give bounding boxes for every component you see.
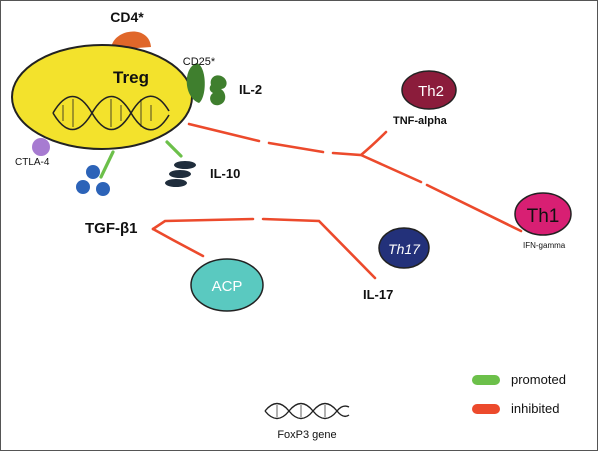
dna-helix-icon	[52, 95, 170, 131]
il17-label: IL-17	[363, 287, 393, 302]
legend: promoted inhibited	[472, 372, 566, 416]
legend-label-inhibited: inhibited	[511, 401, 559, 416]
tgf-dot	[96, 182, 110, 196]
legend-swatch-inhibited	[472, 404, 500, 414]
treg-label: Treg	[113, 68, 149, 87]
cd4-label: CD4*	[110, 9, 144, 25]
ctla4-receptor	[32, 138, 50, 156]
treg-cell	[11, 44, 193, 150]
promote-line-il10	[165, 140, 183, 158]
acp-cell	[190, 258, 264, 312]
ctla4-label: CTLA-4	[15, 157, 50, 168]
il2-label: IL-2	[239, 82, 262, 97]
promote-line-tgf	[99, 150, 115, 179]
inhibition-lines	[151, 122, 523, 280]
th1-label: Th1	[527, 206, 560, 227]
th2-label: Th2	[418, 83, 444, 100]
tnf-alpha-label: TNF-alpha	[393, 115, 448, 127]
il10-disc	[169, 170, 191, 178]
tgf-dot	[76, 180, 90, 194]
th17-cell	[378, 227, 430, 269]
tgf-b1-molecules	[76, 165, 110, 196]
th17-label: Th17	[388, 241, 421, 257]
tgf-b1-label: TGF-β1	[85, 220, 138, 237]
il2-ligand	[209, 75, 227, 106]
legend-label-promoted: promoted	[511, 372, 566, 387]
inhibit-line-il17	[151, 217, 377, 280]
foxp3-gene-icon	[264, 402, 350, 420]
il10-molecules	[165, 161, 196, 187]
inhibit-line-acp	[151, 227, 205, 258]
tgf-dot	[86, 165, 100, 179]
il10-disc	[165, 179, 187, 187]
il10-disc	[174, 161, 196, 169]
promotion-lines	[99, 140, 183, 179]
acp-label: ACP	[212, 278, 243, 295]
th1-cell	[514, 192, 572, 236]
th2-cell	[401, 70, 457, 110]
foxp3-label: FoxP3 gene	[277, 429, 336, 441]
cd25-receptor	[186, 63, 205, 103]
cd25-label: CD25*	[183, 56, 216, 68]
legend-swatch-promoted	[472, 375, 500, 385]
il10-label: IL-10	[210, 166, 240, 181]
ifn-gamma-label: IFN-gamma	[523, 241, 566, 250]
inhibit-line-tnf-th1	[187, 122, 523, 233]
